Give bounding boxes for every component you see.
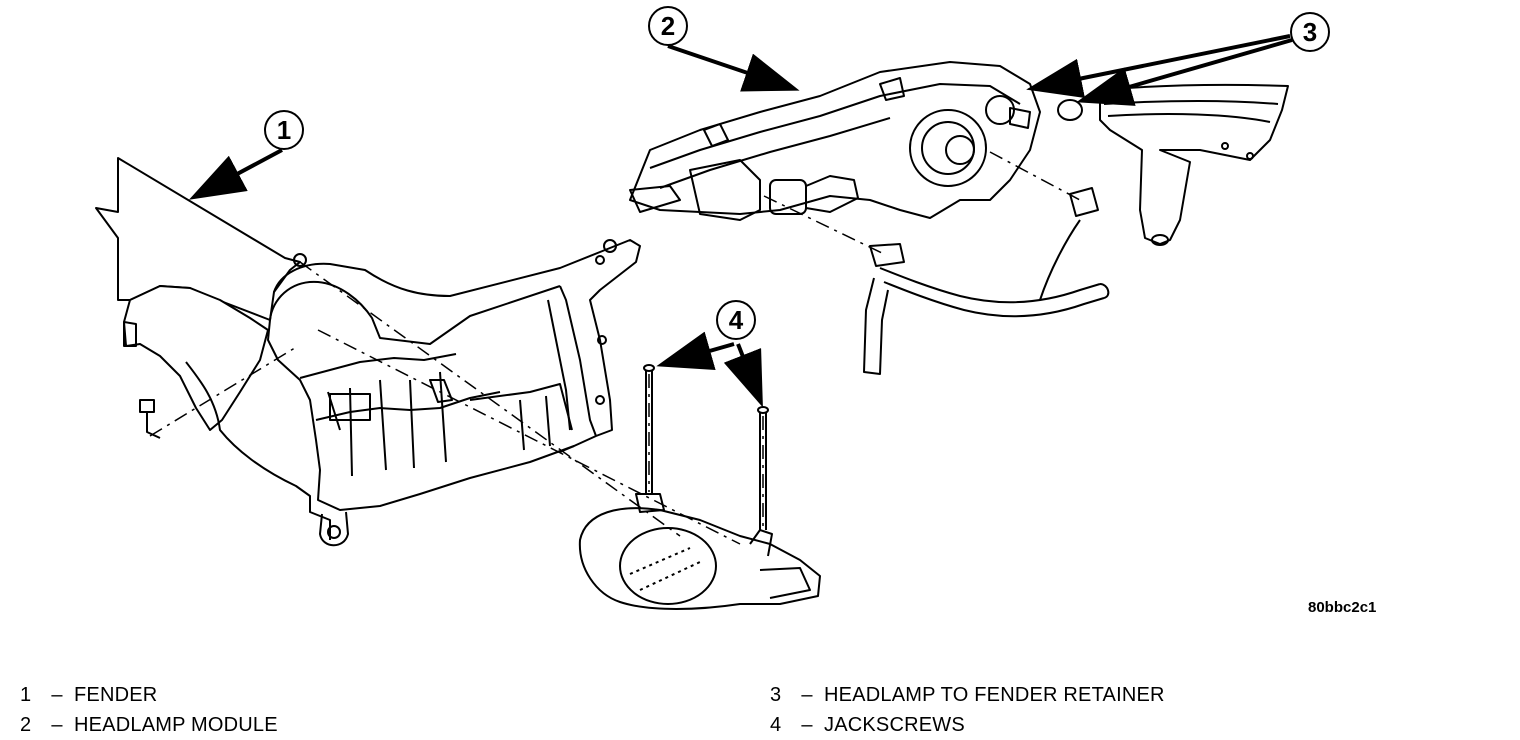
callout-4: 4: [716, 300, 756, 340]
svg-text:4: 4: [729, 305, 744, 335]
leader-arrow-3b: [1076, 38, 1293, 106]
legend-item-fender: 1–FENDER: [20, 680, 278, 710]
fender-illustration: [95, 157, 641, 547]
legend-dash: –: [801, 684, 813, 706]
legend-item-jackscrews: 4–JACKSCREWS: [770, 710, 1165, 740]
callout-1: 1: [264, 110, 304, 150]
svg-text:3: 3: [1303, 17, 1317, 47]
legend-number: 3: [770, 684, 782, 706]
legend-item-retainer: 3–HEADLAMP TO FENDER RETAINER: [770, 680, 1165, 710]
legend-left-column: 1–FENDER 2–HEADLAMP MODULE: [20, 680, 278, 740]
leader-arrow-1: [188, 148, 283, 200]
legend-number: 1: [20, 684, 32, 706]
headlamp-module-illustration: [629, 61, 1041, 221]
callout-2: 2: [648, 6, 688, 46]
legend-dash: –: [51, 684, 63, 706]
svg-text:1: 1: [277, 115, 291, 145]
leader-arrow-4b: [723, 343, 763, 408]
legend-number: 2: [20, 714, 32, 736]
legend-label: FENDER: [74, 684, 158, 706]
legend-number: 4: [770, 714, 782, 736]
svg-text:2: 2: [661, 11, 675, 41]
fender-retainer-illustration: [1057, 83, 1289, 246]
figure-id: 80bbc2c1: [1308, 599, 1376, 616]
jackscrews-illustration: [643, 364, 769, 530]
wiring-harness-illustration: [863, 187, 1110, 375]
leader-arrow-4a: [656, 331, 735, 371]
legend-label: HEADLAMP MODULE: [74, 714, 278, 736]
legend-dash: –: [51, 714, 63, 736]
legend-label: JACKSCREWS: [824, 714, 965, 736]
legend-item-headlamp-module: 2–HEADLAMP MODULE: [20, 710, 278, 740]
headlamp-lens-illustration: [578, 493, 821, 610]
legend-label: HEADLAMP TO FENDER RETAINER: [824, 684, 1165, 706]
legend-dash: –: [801, 714, 813, 736]
leader-arrow-2: [667, 44, 800, 92]
alignment-lines: [149, 151, 1081, 545]
callout-3: 3: [1290, 12, 1330, 52]
legend-right-column: 3–HEADLAMP TO FENDER RETAINER 4–JACKSCRE…: [770, 680, 1165, 740]
leader-arrow-3a: [1026, 34, 1291, 99]
